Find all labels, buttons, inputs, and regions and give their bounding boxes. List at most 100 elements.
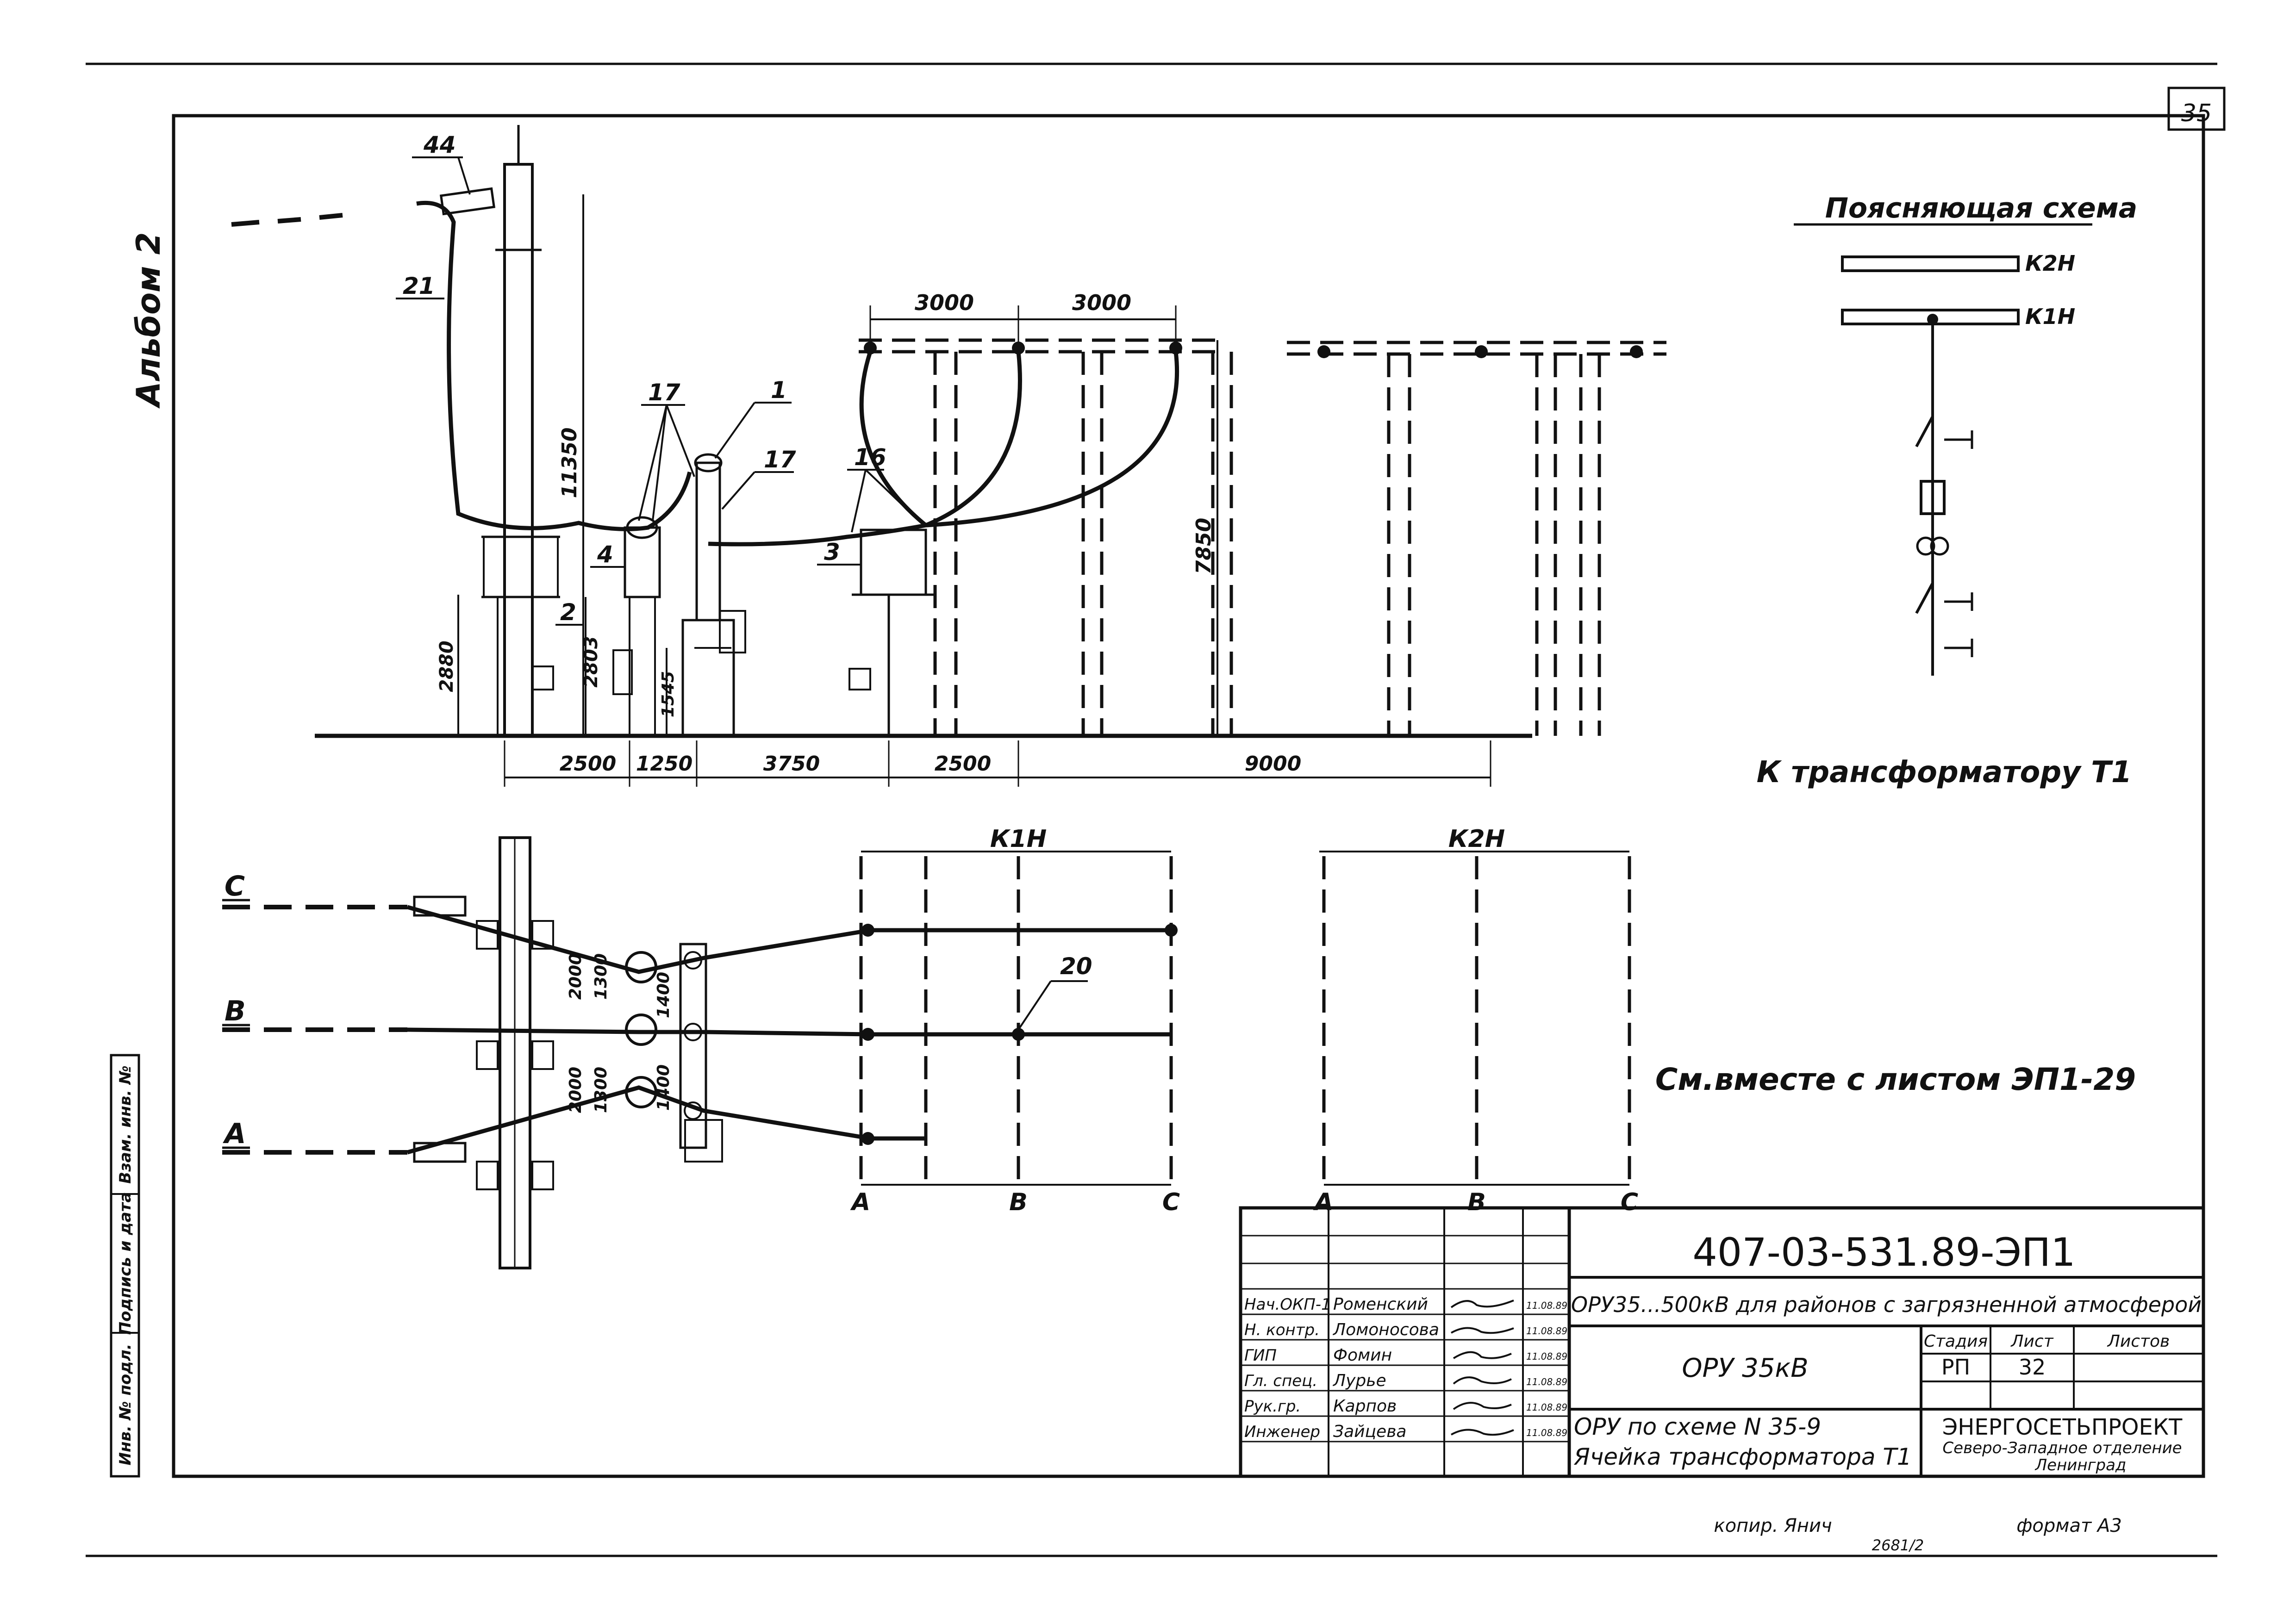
scheme-bus-k1: К1Н: [2025, 304, 2075, 329]
label-2: 2: [560, 599, 576, 626]
staff-role-4: Гл. спец.: [1244, 1372, 1317, 1390]
label-20: 20: [1060, 953, 1092, 980]
label-44: 44: [423, 131, 456, 158]
stage-value: РП: [1941, 1355, 1970, 1380]
dim-bottom-2: 1250: [636, 752, 693, 776]
page-frame: 35: [172, 87, 2226, 1478]
tall-support-pole: [481, 125, 560, 737]
dim-height-2803: 2803: [580, 636, 602, 687]
org-name: ЭНЕРГОСЕТЬПРОЕКТ: [1942, 1414, 2183, 1440]
dim-bottom-4: 2500: [935, 752, 991, 776]
k1-axis-b: В: [1009, 1188, 1028, 1216]
staff-name-1: Роменский: [1333, 1295, 1428, 1314]
signature-6: [1451, 1429, 1514, 1436]
staff-role-1: Нач.ОКП-1: [1244, 1295, 1331, 1314]
staff-role-2: Н. контр.: [1244, 1321, 1320, 1339]
label-17b: 17: [764, 446, 796, 473]
stage-header: Стадия: [1924, 1332, 1988, 1351]
staff-date-4: 11.08.89: [1526, 1376, 1567, 1387]
explanatory-scheme: Поясняющая схема К2Н К1Н К трансформатор…: [1757, 192, 2138, 790]
staff-name-4: Лурье: [1332, 1371, 1386, 1390]
k2-axis-b: В: [1467, 1188, 1486, 1216]
dim-bottom-1: 2500: [560, 752, 616, 776]
k1-axis-a: А: [850, 1188, 870, 1216]
title-block: Нач.ОКП-1 Роменский 11.08.89 Н. контр. Л…: [1239, 1206, 2205, 1478]
footer-format: формат А3: [2016, 1515, 2122, 1536]
k1-axis-c: С: [1162, 1188, 1180, 1216]
staff-date-1: 11.08.89: [1526, 1300, 1567, 1311]
signature-3: [1453, 1351, 1512, 1359]
dim-height-2880: 2880: [436, 640, 457, 692]
staff-name-6: Зайцева: [1333, 1422, 1406, 1441]
album-label: Альбом 2: [130, 232, 168, 409]
plan-dim-3: 1400: [654, 972, 673, 1018]
scheme-bus-k2: К2Н: [2025, 251, 2075, 276]
plan-dim-5: 1300: [592, 1067, 611, 1113]
dim-top-2: 3000: [1072, 290, 1131, 315]
phase-b: В: [225, 995, 246, 1027]
label-16: 16: [854, 444, 886, 471]
dim-bottom-3: 3750: [763, 752, 820, 776]
staff-role-3: ГИП: [1244, 1346, 1277, 1365]
strip-podpis: Подпись и дата: [116, 1192, 135, 1335]
scheme-caption: К трансформатору Т1: [1757, 755, 2132, 790]
signature-5: [1453, 1402, 1512, 1410]
bus-portal-k2: [1287, 341, 1666, 736]
sheet-title-1: ОРУ по схеме N 35-9: [1574, 1413, 1821, 1440]
apparatus-1: [681, 453, 746, 737]
phase-a: А: [223, 1118, 246, 1150]
org-city: Ленинград: [2034, 1456, 2127, 1474]
staff-date-6: 11.08.89: [1526, 1427, 1567, 1438]
staff-name-3: Фомин: [1333, 1346, 1392, 1365]
staff-date-2: 11.08.89: [1526, 1325, 1567, 1337]
staff-date-3: 11.08.89: [1526, 1351, 1567, 1362]
staff-date-5: 11.08.89: [1526, 1402, 1567, 1413]
section-view: 3000 3000 2500 1250 3750 2500 9000 11350…: [231, 125, 1666, 787]
k2-axis-c: С: [1621, 1188, 1638, 1216]
label-3: 3: [824, 539, 840, 566]
page-number: 35: [2181, 99, 2212, 127]
sheet-title-2: Ячейка трансформатора Т1: [1573, 1443, 1912, 1470]
label-1: 1: [771, 377, 787, 404]
plan-k1-label: К1Н: [990, 825, 1047, 853]
apparatus-3: [849, 529, 935, 736]
plan-dim-1: 2000: [566, 953, 585, 1000]
sheet-value: 32: [2019, 1355, 2046, 1380]
staff-name-2: Ломоносова: [1332, 1320, 1439, 1339]
org-branch: Северо-Западное отделение: [1942, 1439, 2182, 1457]
dim-height-1545: 1545: [659, 671, 678, 717]
title-object: ОРУ 35кВ: [1682, 1353, 1808, 1383]
footer-copied: копир. Янич: [1714, 1515, 1832, 1536]
sheet-header: Лист: [2010, 1332, 2053, 1351]
label-17a: 17: [648, 379, 680, 406]
staff-role-6: Инженер: [1244, 1423, 1320, 1441]
apparatus-4: [612, 516, 661, 736]
phase-c: С: [225, 870, 245, 902]
plan-dim-2: 1300: [592, 953, 611, 1000]
label-4: 4: [597, 541, 613, 568]
plan-dim-4: 2000: [566, 1067, 585, 1113]
label-21: 21: [403, 273, 435, 299]
title-code: 407-03-531.89-ЭП1: [1692, 1230, 2075, 1275]
dim-bottom-5: 9000: [1245, 752, 1301, 776]
dim-top-1: 3000: [915, 290, 974, 315]
plan-dim-6: 1400: [654, 1064, 673, 1111]
footer-inv: 2681/2: [1872, 1536, 1924, 1554]
bus-portal-k1: [859, 338, 1233, 736]
sheets-header: Листов: [2107, 1332, 2170, 1351]
strip-vzam: Взам. инв. №: [116, 1065, 135, 1184]
scheme-title: Поясняющая схема: [1825, 192, 2138, 224]
title-project: ОРУ35...500кВ для районов с загрязненной…: [1571, 1292, 2202, 1317]
staff-name-5: Карпов: [1333, 1397, 1397, 1416]
left-identification-strip: Взам. инв. № Подпись и дата Инв. № подл.: [110, 1054, 140, 1478]
dim-height-11350: 11350: [558, 427, 581, 498]
plan-view: С В А 2000 13: [222, 825, 1638, 1269]
signature-1: [1450, 1300, 1514, 1308]
staff-role-5: Рук.гр.: [1244, 1397, 1301, 1416]
plan-k2-label: К2Н: [1448, 825, 1505, 853]
strip-inv-podl: Инв. № подл.: [116, 1343, 135, 1465]
signature-2: [1451, 1327, 1514, 1334]
k2-axis-a: А: [1313, 1188, 1333, 1216]
signature-4: [1453, 1376, 1512, 1385]
